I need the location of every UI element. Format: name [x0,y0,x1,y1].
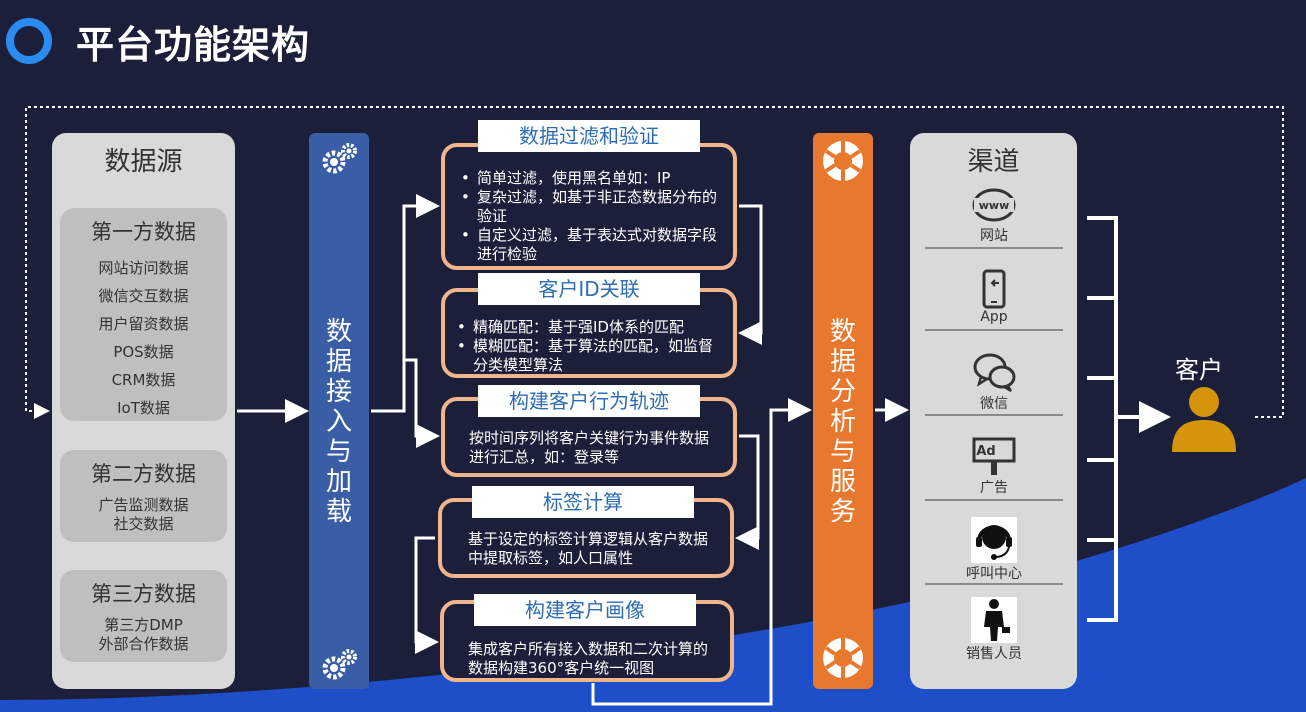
vertical-char: 务 [829,497,856,527]
channel-label: 微信 [980,396,1008,412]
filter-validate-box: 简单过滤，使用黑名单如：IP 复杂过滤，如基于非正态数据分布的验证 自定义过滤，… [441,143,737,270]
vertical-char: 据 [829,347,856,377]
title-ring-icon [6,18,52,64]
channel-website: www 网站 [925,185,1063,249]
vertical-char: 据 [325,347,352,377]
analysis-bar: 数据分析与服务 [813,133,873,689]
group-item: 广告监测数据 [98,496,189,514]
channel-label: 呼叫中心 [966,566,1022,582]
person-icon [1172,387,1236,452]
data-source-panel: 数据源 第一方数据 网站访问数据 微信交互数据 用户留资数据 POS数据 CRM… [52,133,235,689]
filter-validate-title: 数据过滤和验证 [478,120,700,152]
vertical-char: 析 [829,407,856,437]
customer-profile-title: 构建客户画像 [474,594,696,626]
headset-icon [971,517,1017,563]
second-party-group: 第二方数据 广告监测数据 社交数据 [60,450,227,542]
ingest-label: 数据接入与加载 [309,317,369,527]
vertical-char: 与 [829,437,856,467]
channel-call-center: 呼叫中心 [925,517,1063,585]
channel-title: 渠道 [967,147,1020,177]
group-title: 第二方数据 [91,462,196,486]
third-party-group: 第三方数据 第三方DMP 外部合作数据 [60,570,227,662]
gear-icon [322,143,357,174]
salesperson-icon [971,597,1017,643]
data-source-title: 数据源 [104,147,183,177]
channel-wechat: 微信 [925,351,1063,416]
id-link-title: 客户ID关联 [478,273,700,305]
vertical-char: 加 [325,467,352,497]
vertical-char: 服 [829,467,856,497]
group-item: IoT数据 [117,399,170,417]
group-item: 网站访问数据 [98,259,189,277]
tag-compute-title: 标签计算 [472,486,694,518]
svg-text:Ad: Ad [976,444,995,459]
vertical-char: 数 [829,317,856,347]
vertical-char: 接 [325,377,352,407]
svg-text:www: www [979,199,1010,212]
vertical-char: 入 [325,407,352,437]
vertical-char: 载 [325,497,352,527]
box-text: 按时间序列将客户关键行为事件数据进行汇总，如：登录等 [469,429,710,466]
channel-ads: Ad 广告 [925,437,1063,501]
group-item: 用户留资数据 [98,315,189,333]
box-text: 基于设定的标签计算逻辑从客户数据中提取标签，如人口属性 [468,530,709,567]
first-party-group: 第一方数据 网站访问数据 微信交互数据 用户留资数据 POS数据 CRM数据 I… [60,208,227,421]
page-title: 平台功能架构 [76,23,311,67]
ad-board-icon: Ad [972,437,1016,475]
vertical-char: 分 [829,377,856,407]
aperture-icon [823,141,863,181]
vertical-char: 数 [325,317,352,347]
channel-panel: 渠道 www 网站 App 微信 Ad [910,133,1077,689]
analysis-label: 数据分析与服务 [813,317,873,527]
channel-label: 广告 [980,480,1008,496]
bullet-item: 精确匹配：基于强ID体系的匹配 [453,318,723,337]
gear-icon [322,649,357,680]
channel-label: 销售人员 [966,646,1022,662]
group-item: 外部合作数据 [98,635,189,653]
channel-label: App [980,309,1008,325]
ingest-bar: 数据接入与加载 [309,133,369,689]
channel-app: App [925,269,1063,331]
behavior-track-title: 构建客户行为轨迹 [478,385,700,417]
aperture-icon [823,638,863,678]
group-item: 微信交互数据 [98,287,189,305]
group-title: 第一方数据 [91,220,196,244]
www-icon: www [972,188,1016,222]
group-item: CRM数据 [111,371,176,389]
phone-icon [982,269,1006,309]
bullet-item: 模糊匹配：基于算法的匹配，如监督分类模型算法 [453,337,723,375]
channel-label: 网站 [980,228,1008,244]
customer-label: 客户 [1175,356,1223,384]
group-item: 社交数据 [113,515,174,533]
bullet-item: 复杂过滤，如基于非正态数据分布的验证 [457,188,723,226]
bullet-item: 自定义过滤，基于表达式对数据字段进行检验 [457,226,723,264]
box-text: 集成客户所有接入数据和二次计算的数据构建360°客户统一视图 [468,640,709,677]
group-title: 第三方数据 [91,582,196,606]
group-item: 第三方DMP [104,616,183,634]
channel-sales: 销售人员 [925,597,1063,663]
group-item: POS数据 [113,343,174,361]
vertical-char: 与 [325,437,352,467]
wechat-icon [973,353,1016,393]
bullet-item: 简单过滤，使用黑名单如：IP [457,169,723,188]
